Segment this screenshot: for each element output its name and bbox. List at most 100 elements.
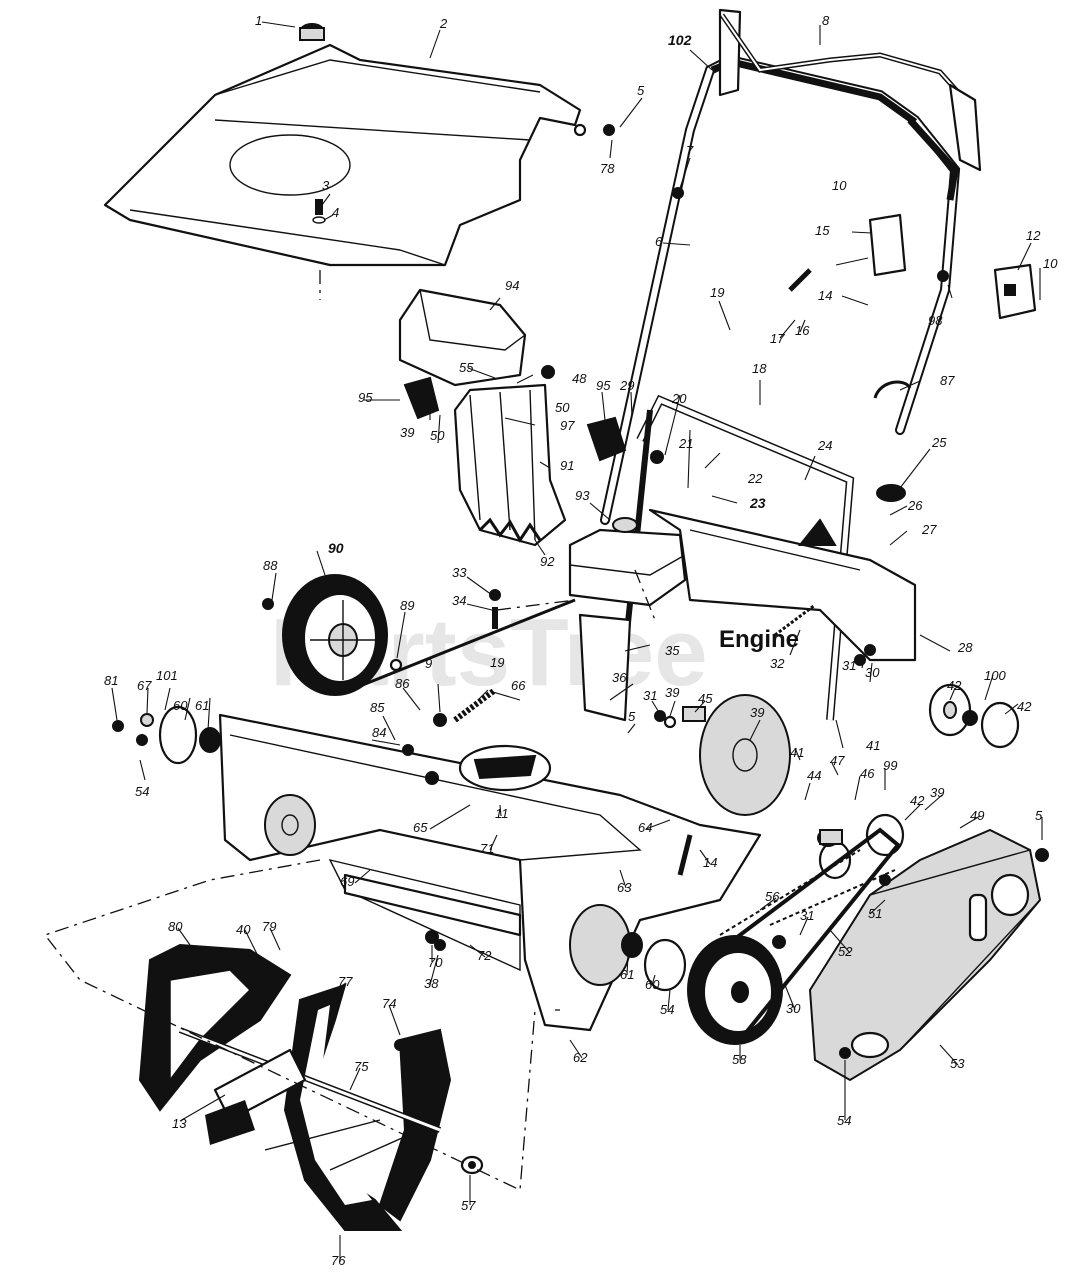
callout-61: 61: [195, 698, 209, 713]
callout-92: 92: [540, 554, 555, 569]
callout-27: 27: [921, 522, 937, 537]
callout-86: 86: [395, 676, 410, 691]
callout-71: 71: [480, 841, 494, 856]
callout-14: 14: [818, 288, 832, 303]
callout-11: 11: [495, 806, 509, 821]
callout-9: 9: [425, 656, 432, 671]
callout-42: 42: [947, 678, 962, 693]
callout-39: 39: [400, 425, 414, 440]
callout-34: 34: [452, 593, 466, 608]
callout-36: 36: [612, 670, 627, 685]
callout-84: 84: [372, 725, 386, 740]
callout-102: 102: [668, 32, 692, 48]
callout-12: 12: [1026, 228, 1041, 243]
callout-72: 72: [477, 948, 492, 963]
callout-10-right: 10: [1043, 256, 1058, 271]
callout-57: 57: [461, 1198, 476, 1213]
callout-19: 19: [710, 285, 724, 300]
reference-dashline: [43, 270, 560, 1191]
callout-19-lower: 19: [490, 655, 504, 670]
callout-5-right: 5: [1035, 808, 1043, 823]
chute-knob-left: [403, 376, 440, 420]
callout-56: 56: [765, 889, 780, 904]
callout-42-lower: 42: [910, 793, 925, 808]
handle-assembly: [600, 8, 982, 525]
callout-20: 20: [671, 391, 687, 406]
callout-74: 74: [382, 996, 396, 1011]
callout-91: 91: [560, 458, 574, 473]
callout-79: 79: [262, 919, 276, 934]
leader-lines: [111, 21, 1043, 1262]
callout-53: 53: [950, 1056, 965, 1071]
small-hardware: [112, 123, 1049, 1059]
callout-26: 26: [907, 498, 923, 513]
callout-41-right: 41: [866, 738, 880, 753]
callout-49: 49: [970, 808, 984, 823]
callout-23: 23: [749, 495, 766, 511]
callout-75: 75: [354, 1059, 369, 1074]
chute-knob-right: [586, 416, 627, 462]
callout-7: 7: [686, 143, 694, 158]
right-pulley-set: [928, 683, 1020, 749]
callout-93: 93: [575, 488, 590, 503]
springs: [453, 268, 816, 876]
callout-55: 55: [459, 360, 474, 375]
callout-78: 78: [600, 161, 615, 176]
callout-63: 63: [617, 880, 632, 895]
callout-77: 77: [338, 974, 353, 989]
callout-64: 64: [638, 820, 652, 835]
callout-67: 67: [137, 678, 152, 693]
bearing-flange-left: [140, 705, 221, 765]
callout-22: 22: [747, 471, 763, 486]
axle-rod: [349, 598, 576, 692]
band-87: [873, 380, 912, 399]
callout-29: 29: [619, 378, 634, 393]
callout-25: 25: [931, 435, 947, 450]
chute-deflector: [398, 288, 527, 387]
callout-47: 47: [830, 753, 845, 768]
callout-66: 66: [511, 678, 526, 693]
callout-2: 2: [439, 16, 448, 31]
bearing-flange-lower: [569, 904, 687, 992]
callout-89: 89: [400, 598, 414, 613]
callout-30: 30: [865, 665, 880, 680]
callout-100: 100: [984, 668, 1006, 683]
primer-bulb: [876, 484, 906, 502]
callout-18: 18: [752, 361, 767, 376]
callout-52: 52: [838, 944, 853, 959]
callout-65: 65: [413, 820, 428, 835]
callout-32: 32: [770, 656, 785, 671]
callout-46: 46: [860, 766, 875, 781]
callout-99: 99: [883, 758, 897, 773]
filler-cap: [299, 23, 325, 41]
callout-85: 85: [370, 700, 385, 715]
callout-13: 13: [172, 1116, 187, 1131]
callout-24: 24: [817, 438, 832, 453]
belts: [698, 827, 901, 1042]
callout-48: 48: [572, 371, 587, 386]
reference-dashline-2: [496, 569, 656, 621]
callout-58: 58: [732, 1052, 747, 1067]
callout-45: 45: [698, 691, 713, 706]
callout-50: 50: [555, 400, 570, 415]
callout-42-far: 42: [1017, 699, 1032, 714]
callout-5: 5: [637, 83, 645, 98]
auger-assembly: [138, 943, 452, 1231]
callout-31: 31: [842, 658, 856, 673]
discharge-ring: [458, 744, 552, 792]
callout-10: 10: [832, 178, 847, 193]
callout-88: 88: [263, 558, 278, 573]
callout-4: 4: [332, 205, 339, 220]
washer-57: [460, 1155, 484, 1175]
callout-94: 94: [505, 278, 519, 293]
callout-5-mid: 5: [628, 709, 636, 724]
belt-cover: [808, 828, 1042, 1082]
engine-mount: [578, 613, 632, 722]
callout-76: 76: [331, 1253, 346, 1268]
callout-70: 70: [428, 955, 443, 970]
control-box: [868, 213, 1037, 320]
callout-69: 69: [340, 874, 354, 889]
callout-17: 17: [770, 331, 785, 346]
callout-28: 28: [957, 640, 973, 655]
